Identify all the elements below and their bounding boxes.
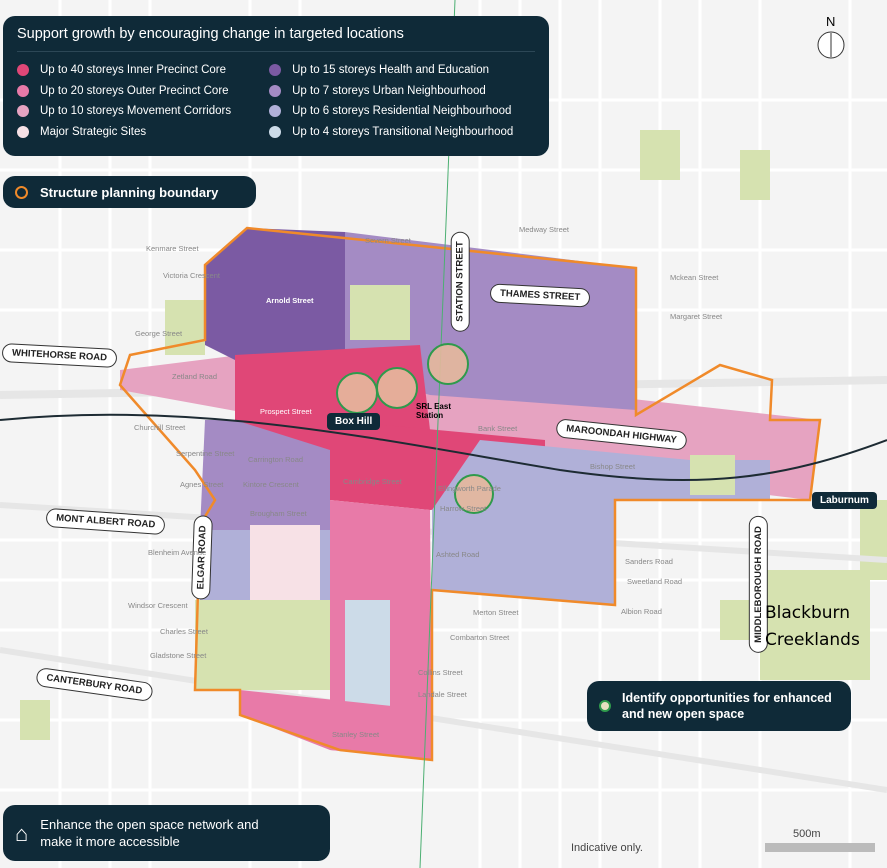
legend-item: Up to 4 storeys Transitional Neighbourho… <box>269 122 535 143</box>
inner-core-swatch-icon <box>17 64 29 77</box>
strategic-site-swatch-icon <box>17 125 29 138</box>
street-label: Carrington Road <box>248 455 304 464</box>
open-space-label: Identify opportunities for enhanced and … <box>622 691 832 721</box>
street-label: Albion Road <box>621 607 662 616</box>
street-label: Blenheim Avenue <box>148 548 207 557</box>
outer-core-swatch-icon <box>17 84 29 97</box>
street-label: Kenmare Street <box>146 244 199 253</box>
legend-label: Up to 6 storeys Residential Neighbourhoo… <box>292 105 512 118</box>
street-label: Kintore Crescent <box>243 480 299 489</box>
boundary-ring-icon <box>15 185 28 199</box>
street-label: Victoria Crescent <box>163 271 220 280</box>
street-label: Harrow Street <box>440 504 487 513</box>
enhance-legend: ⌂ Enhance the open space network and make… <box>3 805 330 861</box>
urban-swatch-icon <box>269 84 282 97</box>
street-label: Charles Street <box>160 627 208 636</box>
parks <box>20 40 887 740</box>
station-box-hill[interactable]: Box Hill <box>327 413 381 430</box>
station-laburnum[interactable]: Laburnum <box>812 492 877 509</box>
north-label: N <box>826 14 836 29</box>
transitional-swatch-icon <box>269 125 282 138</box>
street-label: Churchill Street <box>134 423 186 432</box>
legend-label: Major Strategic Sites <box>40 125 147 138</box>
legend-item: Up to 7 storeys Urban Neighbourhood <box>269 81 535 102</box>
street-label: Ellingworth Parade <box>438 484 501 493</box>
zone-transitional <box>345 600 390 710</box>
major-strategic-site <box>250 525 320 600</box>
disclaimer: Indicative only. <box>571 842 643 854</box>
legend-label: Up to 15 storeys Health and Education <box>292 64 490 77</box>
street-label: Bank Street <box>478 424 518 433</box>
street-label: Margaret Street <box>670 312 723 321</box>
station-srl-east[interactable]: SRL East Station <box>416 402 451 420</box>
street-label: Sanders Road <box>625 557 673 566</box>
zone-inner-core <box>235 345 430 450</box>
legend-panel: Support growth by encouraging change in … <box>3 16 549 156</box>
legend-label: Up to 7 storeys Urban Neighbourhood <box>292 84 486 97</box>
street-label: Arnold Street <box>266 296 314 305</box>
scale-label: 500m <box>793 828 821 840</box>
street-label: Severn Street <box>365 236 411 245</box>
legend-label: Up to 40 storeys Inner Precinct Core <box>40 64 226 77</box>
residential-swatch-icon <box>269 105 282 118</box>
street-label: Combarton Street <box>450 633 510 642</box>
road-label-elgar: ELGAR ROAD <box>190 515 213 600</box>
street-label: Agnes Street <box>180 480 224 489</box>
street-label: Stanley Street <box>332 730 380 739</box>
street-label: Sweetland Road <box>627 577 683 586</box>
enhance-label: Enhance the open space network and make … <box>40 817 259 849</box>
open-space-legend: Identify opportunities for enhanced and … <box>587 681 851 731</box>
street-label: Cambridge Street <box>343 477 402 486</box>
legend-label: Up to 20 storeys Outer Precinct Core <box>40 84 229 97</box>
open-space-opportunities <box>336 343 494 514</box>
legend-item: Major Strategic Sites <box>17 122 269 143</box>
corridor-swatch-icon <box>17 105 29 118</box>
street-label: Zetland Road <box>172 372 218 381</box>
street-label: Windsor Crescent <box>128 601 188 610</box>
zone-health-education <box>205 228 345 370</box>
rail-line <box>0 413 887 481</box>
park-elgar <box>195 600 330 690</box>
legend-item: Up to 20 storeys Outer Precinct Core <box>17 81 269 102</box>
zone-urban-neighbourhood-west <box>200 420 330 530</box>
legend-item: Up to 10 storeys Movement Corridors <box>17 101 269 122</box>
street-label: Brougham Street <box>250 509 307 518</box>
boundary-legend: Structure planning boundary <box>3 176 256 208</box>
street-label: Merton Street <box>473 608 519 617</box>
street-label: Gladstone Street <box>150 651 207 660</box>
legend-item: Up to 6 storeys Residential Neighbourhoo… <box>269 101 535 122</box>
legend-title: Support growth by encouraging change in … <box>17 26 535 52</box>
zone-residential-east <box>432 440 770 605</box>
street-label: Collins Street <box>418 668 463 677</box>
legend-label: Up to 10 storeys Movement Corridors <box>40 105 232 118</box>
street-label: Prospect Street <box>260 407 312 416</box>
health-swatch-icon <box>269 64 282 77</box>
street-label: George Street <box>135 329 183 338</box>
north-arrow <box>817 31 845 59</box>
place-label: Blackburn Creeklands <box>765 603 860 650</box>
street-label: Mckean Street <box>670 273 719 282</box>
legend-label: Up to 4 storeys Transitional Neighbourho… <box>292 125 514 138</box>
legend-item: Up to 40 storeys Inner Precinct Core <box>17 60 269 81</box>
boundary-label: Structure planning boundary <box>40 184 219 200</box>
community-house-icon: ⌂ <box>15 820 29 846</box>
open-space-dot-icon <box>599 700 611 712</box>
structure-planning-boundary <box>118 226 822 762</box>
legend-item: Up to 15 storeys Health and Education <box>269 60 535 81</box>
street-label: Medway Street <box>519 225 570 234</box>
scale-bar <box>765 843 875 852</box>
street-label: Landale Street <box>418 690 467 699</box>
street-label: Bishop Street <box>590 462 636 471</box>
street-label: Ashted Road <box>436 550 480 559</box>
street-label: Serpentine Street <box>176 449 235 458</box>
road-label-station: STATION STREET <box>450 231 470 332</box>
